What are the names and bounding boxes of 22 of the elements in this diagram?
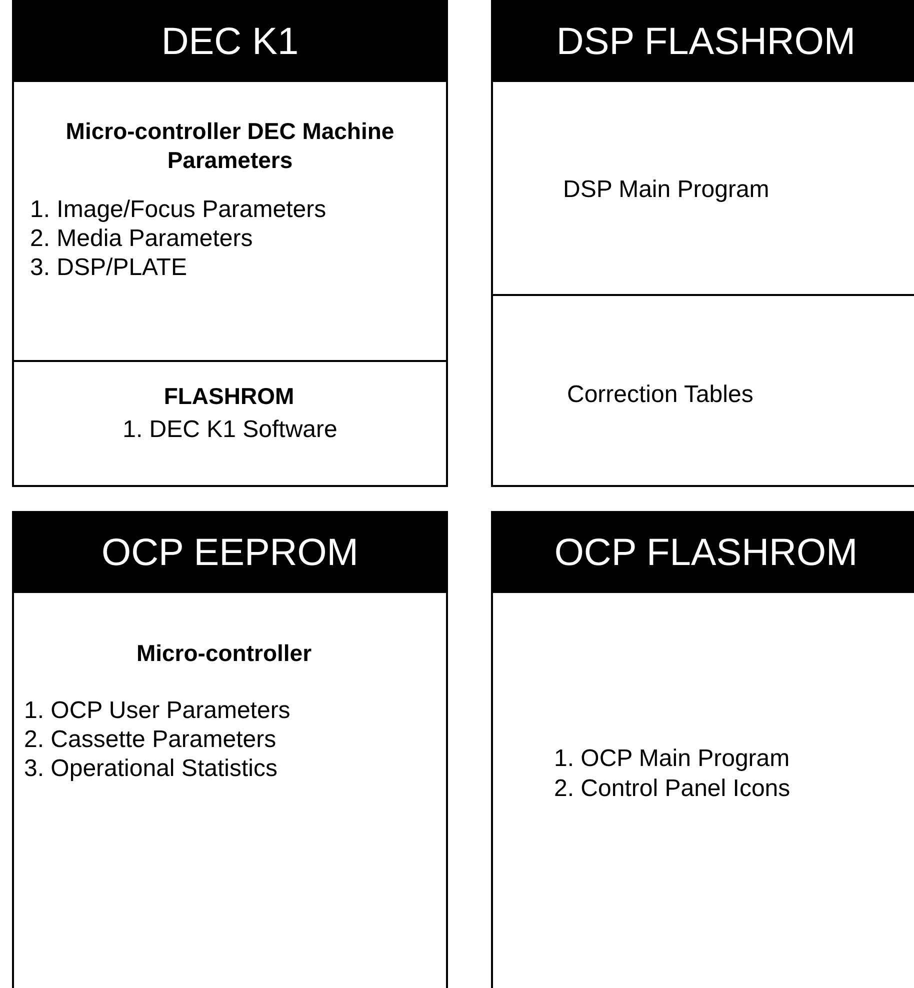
section-text: 1. Image/Focus Parameters — [30, 195, 328, 224]
section-text: DSP Main Program — [563, 175, 770, 204]
section-text: 2. Cassette Parameters — [24, 725, 278, 754]
memory-panel — [12, 511, 448, 988]
section-heading: FLASHROM — [162, 382, 296, 411]
section-text: 3. DSP/PLATE — [30, 253, 188, 282]
section-text: 1. OCP User Parameters — [24, 696, 292, 725]
section-text: 1. OCP Main Program — [554, 744, 791, 773]
panel-header: OCP FLASHROM — [493, 513, 914, 593]
panel-header: DEC K1 — [14, 2, 446, 82]
memory-panel — [491, 0, 914, 487]
section-text: Correction Tables — [567, 380, 754, 409]
section-text: 1. DEC K1 Software — [122, 415, 338, 444]
memory-panel — [12, 0, 448, 487]
section-heading: Micro-controller DEC Machine Parameters — [64, 117, 396, 175]
section-text: 2. Media Parameters — [30, 224, 254, 253]
panel-header: OCP EEPROM — [14, 513, 446, 593]
panel-header: DSP FLASHROM — [493, 2, 914, 82]
section-text: 3. Operational Statistics — [24, 754, 278, 783]
section-heading: Micro-controller — [135, 639, 313, 668]
memory-panel — [491, 511, 914, 988]
section-text: 2. Control Panel Icons — [554, 774, 792, 803]
